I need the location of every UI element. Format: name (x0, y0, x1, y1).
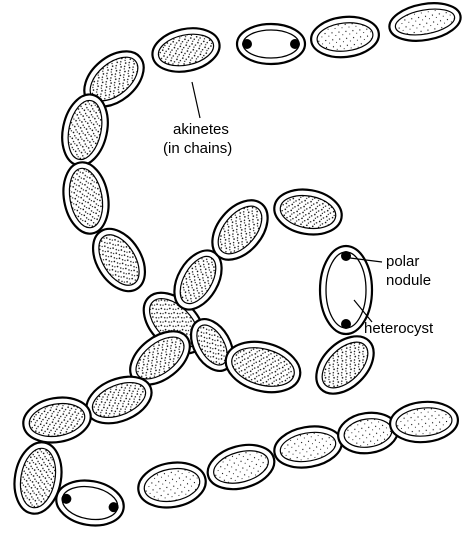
heterocyst-cell (53, 475, 128, 530)
akinete-cell (271, 184, 346, 239)
polar-nodule (341, 319, 351, 329)
polar-nodule (242, 39, 252, 49)
vegetative-cell (386, 0, 463, 46)
vegetative-cell (271, 421, 345, 472)
polar-label: polar (386, 253, 419, 270)
polar-nodule (341, 251, 351, 261)
heterocyst-label: heterocyst (364, 320, 434, 337)
vegetative-cell (135, 457, 210, 512)
vegetative-cell (336, 409, 401, 457)
nodule-label: nodule (386, 272, 431, 289)
vegetative-cell (309, 14, 381, 61)
akinete-cell (148, 22, 223, 77)
akinetes-label-sub: (in chains) (163, 140, 232, 157)
akinetes-label: akinetes (173, 121, 229, 138)
polar-nodule (290, 39, 300, 49)
akinete-cell (58, 159, 114, 238)
akinete-cell (305, 325, 384, 404)
heterocyst-cell (237, 24, 305, 64)
akinete-cell (220, 334, 306, 400)
vegetative-cell (388, 399, 459, 445)
akinete-cell (20, 392, 95, 447)
vegetative-cell (203, 438, 280, 496)
akinetes-leader-line (192, 82, 200, 118)
heterocyst-inner-wall (326, 252, 366, 328)
